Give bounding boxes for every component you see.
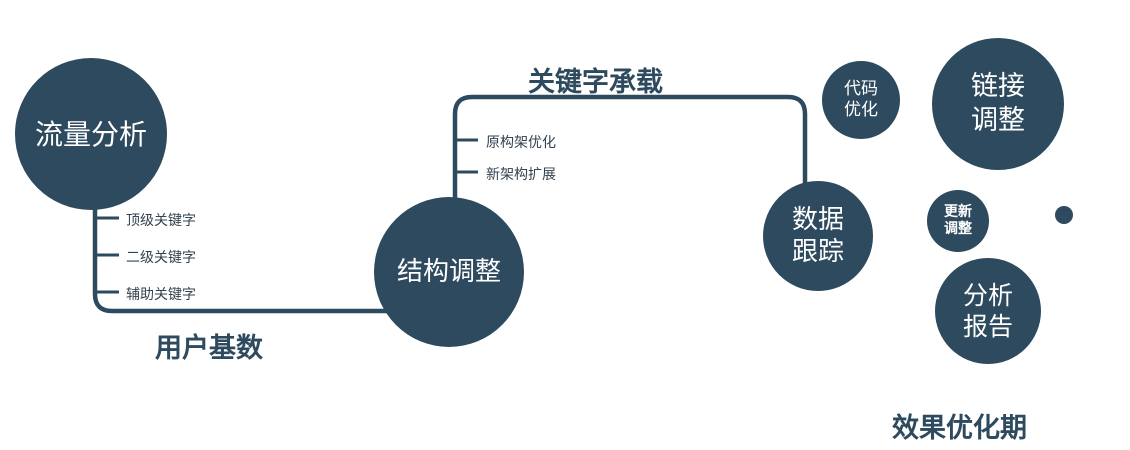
node-traffic-analysis-label: 流量分析 [34, 117, 147, 151]
node-link-adjust: 链接调整 [932, 38, 1064, 170]
node-data-tracking: 数据跟踪 [763, 181, 873, 291]
node-code-optimize: 代码优化 [822, 61, 900, 139]
node-data-tracking-label: 数据跟踪 [791, 204, 844, 268]
branch-label-top-keyword: 顶级关键字 [126, 213, 196, 229]
edge-keyword-carry-line [452, 94, 808, 212]
dot-marker [1055, 206, 1073, 224]
branch-label-new-arch: 新架构扩展 [486, 167, 556, 183]
node-analysis-report-label: 分析报告 [962, 280, 1013, 341]
caption-effect-period: 效果优化期 [892, 413, 1027, 444]
node-structure-adjust-label: 结构调整 [396, 256, 501, 287]
branch-label-aux-keyword: 辅助关键字 [126, 287, 196, 303]
node-traffic-analysis: 流量分析 [15, 58, 167, 210]
node-analysis-report: 分析报告 [935, 258, 1041, 364]
branch-label-orig-arch: 原构架优化 [486, 135, 556, 151]
node-link-adjust-label: 链接调整 [970, 71, 1025, 136]
node-update-adjust-label: 更新调整 [944, 203, 972, 238]
node-code-optimize-label: 代码优化 [843, 78, 878, 120]
node-update-adjust: 更新调整 [927, 190, 989, 252]
branch-label-second-keyword: 二级关键字 [126, 250, 196, 266]
node-structure-adjust: 结构调整 [374, 197, 524, 347]
edge-label-user-base: 用户基数 [155, 333, 263, 364]
edge-user-base-line [92, 195, 410, 314]
edge-label-keyword-carry: 关键字承载 [528, 67, 663, 98]
